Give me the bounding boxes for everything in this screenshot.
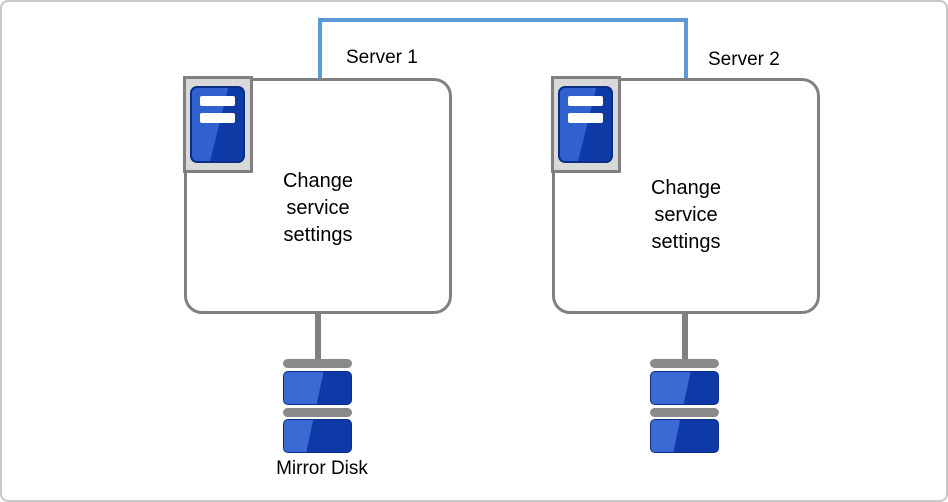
server2-box-text: Change service settings	[650, 177, 722, 253]
tower-panel-bar	[568, 96, 603, 106]
server-tower-icon	[183, 76, 253, 173]
interconnect-line-horizontal	[318, 18, 688, 22]
mirror-disk-label: Mirror Disk	[276, 458, 368, 479]
server2-box: Change service settings	[552, 78, 820, 314]
server-tower-body	[190, 86, 245, 163]
tower-panel-bar	[200, 96, 235, 106]
disk-platter	[650, 371, 719, 405]
server-tower-icon	[551, 76, 621, 173]
disk-cap-bar	[283, 408, 352, 417]
tower-panel-bar	[568, 113, 603, 123]
tower-panel-bar	[200, 113, 235, 123]
disk-cap-bar	[650, 359, 719, 368]
disk-cap-bar	[650, 408, 719, 417]
interconnect-line-server1	[318, 18, 322, 80]
disk-connector-line-server1	[315, 313, 321, 360]
disk-cap-bar	[283, 359, 352, 368]
disk-platter	[283, 371, 352, 405]
disk-connector-line-server2	[682, 313, 688, 360]
disk-platter	[283, 419, 352, 453]
server1-box-text: Change service settings	[282, 170, 354, 246]
disk-platter	[650, 419, 719, 453]
server-tower-body	[558, 86, 613, 163]
disk-stack-icon	[283, 359, 352, 453]
server2-label: Server 2	[708, 49, 780, 70]
disk-stack-icon	[650, 359, 719, 453]
server1-label: Server 1	[346, 47, 418, 68]
interconnect-line-server2	[684, 18, 688, 80]
